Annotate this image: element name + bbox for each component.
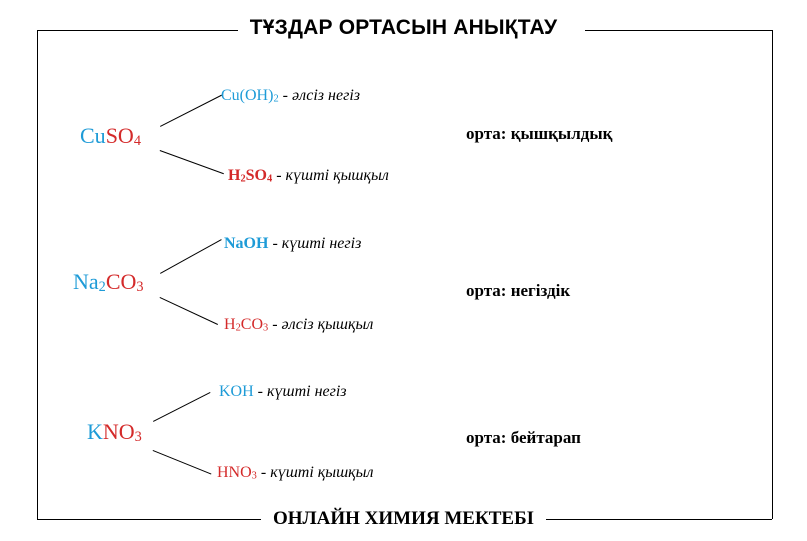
diagram-frame <box>37 30 773 519</box>
page-title: ТҰЗДАР ОРТАСЫН АНЫҚТАУ <box>0 16 807 40</box>
medium-label: орта: бейтарап <box>466 428 581 447</box>
base-product: NaOH - күшті негіз <box>224 235 362 252</box>
top-border-left <box>37 30 252 31</box>
medium-label: орта: негіздік <box>466 281 571 300</box>
base-product: Cu(OH)2 - әлсіз негіз <box>221 87 360 105</box>
bottom-border-right <box>543 519 772 520</box>
bottom-border-left <box>37 519 262 520</box>
footer-text: ОНЛАЙН ХИМИЯ МЕКТЕБІ <box>0 508 807 530</box>
acid-product: HNO3 - күшті қышқыл <box>217 464 374 482</box>
acid-product: H2SO4 - күшті қышқыл <box>228 167 389 185</box>
acid-product: H2CO3 - әлсіз қышқыл <box>224 316 374 334</box>
medium-label: орта: қышқылдық <box>466 124 613 143</box>
base-product: KOH - күшті негіз <box>219 383 347 400</box>
top-border-right <box>585 30 772 31</box>
salt-formula-na2co3: Na2CO3 <box>73 269 144 296</box>
salt-formula-cuso4: CuSO4 <box>80 123 141 150</box>
salt-formula-kno3: KNO3 <box>87 419 142 446</box>
